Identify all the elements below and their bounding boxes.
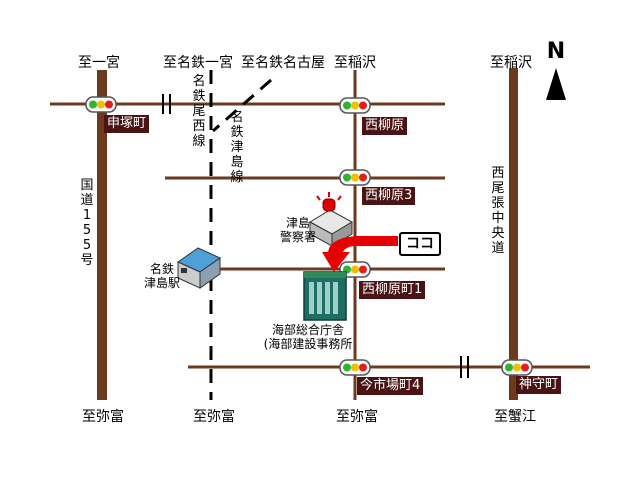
direction-inazawa-right: 至稲沢 xyxy=(490,55,532,71)
label-office: 海部総合庁舎 (海部建設事務所 xyxy=(263,323,353,351)
traffic-light-nishiyanagihara xyxy=(339,97,371,114)
direction-yatomi-3: 至弥富 xyxy=(336,409,378,425)
intersection-shintsukacho: 申塚町 xyxy=(104,115,150,133)
traffic-light-nishiyanagihara3 xyxy=(339,169,371,186)
intersection-imaichibacho4: 今市場町4 xyxy=(357,377,424,395)
road-route155 xyxy=(97,70,107,400)
direction-yatomi-1: 至弥富 xyxy=(82,409,124,425)
traffic-light-imaichiba xyxy=(339,359,371,376)
label-route155: 国 道 1 5 5 号 xyxy=(80,178,94,268)
direction-kanie: 至蟹江 xyxy=(494,409,536,425)
location-marker: ココ xyxy=(399,232,441,256)
road-break-right xyxy=(460,356,469,378)
intersection-nishiyanagihara: 西柳原 xyxy=(362,117,408,135)
compass-arrow-icon xyxy=(546,68,566,100)
direction-ichinomiya: 至一宮 xyxy=(78,55,120,71)
intersection-nishiyanagihara3: 西柳原3 xyxy=(362,187,416,205)
direction-inazawa-left: 至稲沢 xyxy=(334,55,376,71)
station-building-icon xyxy=(176,247,222,289)
direction-yatomi-2: 至弥富 xyxy=(193,409,235,425)
direction-meitetsu-ichinomiya: 至名鉄一宮 xyxy=(163,55,233,71)
direction-meitetsu-nagoya: 至名鉄名古屋 xyxy=(241,55,325,71)
location-arrow xyxy=(322,236,398,272)
label-nishio-chuo: 西 尾 張 中 央 道 xyxy=(491,166,505,256)
road-nishio-chuo xyxy=(509,68,518,400)
traffic-light-shintsuka xyxy=(85,96,117,113)
intersection-jinmoricho: 神守町 xyxy=(516,376,562,394)
compass-n-label: N xyxy=(546,39,566,64)
label-station: 名鉄 津島駅 xyxy=(143,262,180,290)
office-building-icon xyxy=(303,271,347,321)
label-police-station: 津島 警察署 xyxy=(279,216,316,244)
road-break-left xyxy=(162,94,171,114)
police-station-icon xyxy=(308,192,354,247)
label-tsushima-line: 名 鉄 津 島 線 xyxy=(230,110,244,185)
intersection-nishiyanagiharacho1: 西柳原町1 xyxy=(359,281,426,299)
railway-tsushima xyxy=(212,78,272,133)
label-bisai-line: 名 鉄 尾 西 線 xyxy=(192,74,206,149)
traffic-light-jinmori xyxy=(501,359,533,376)
